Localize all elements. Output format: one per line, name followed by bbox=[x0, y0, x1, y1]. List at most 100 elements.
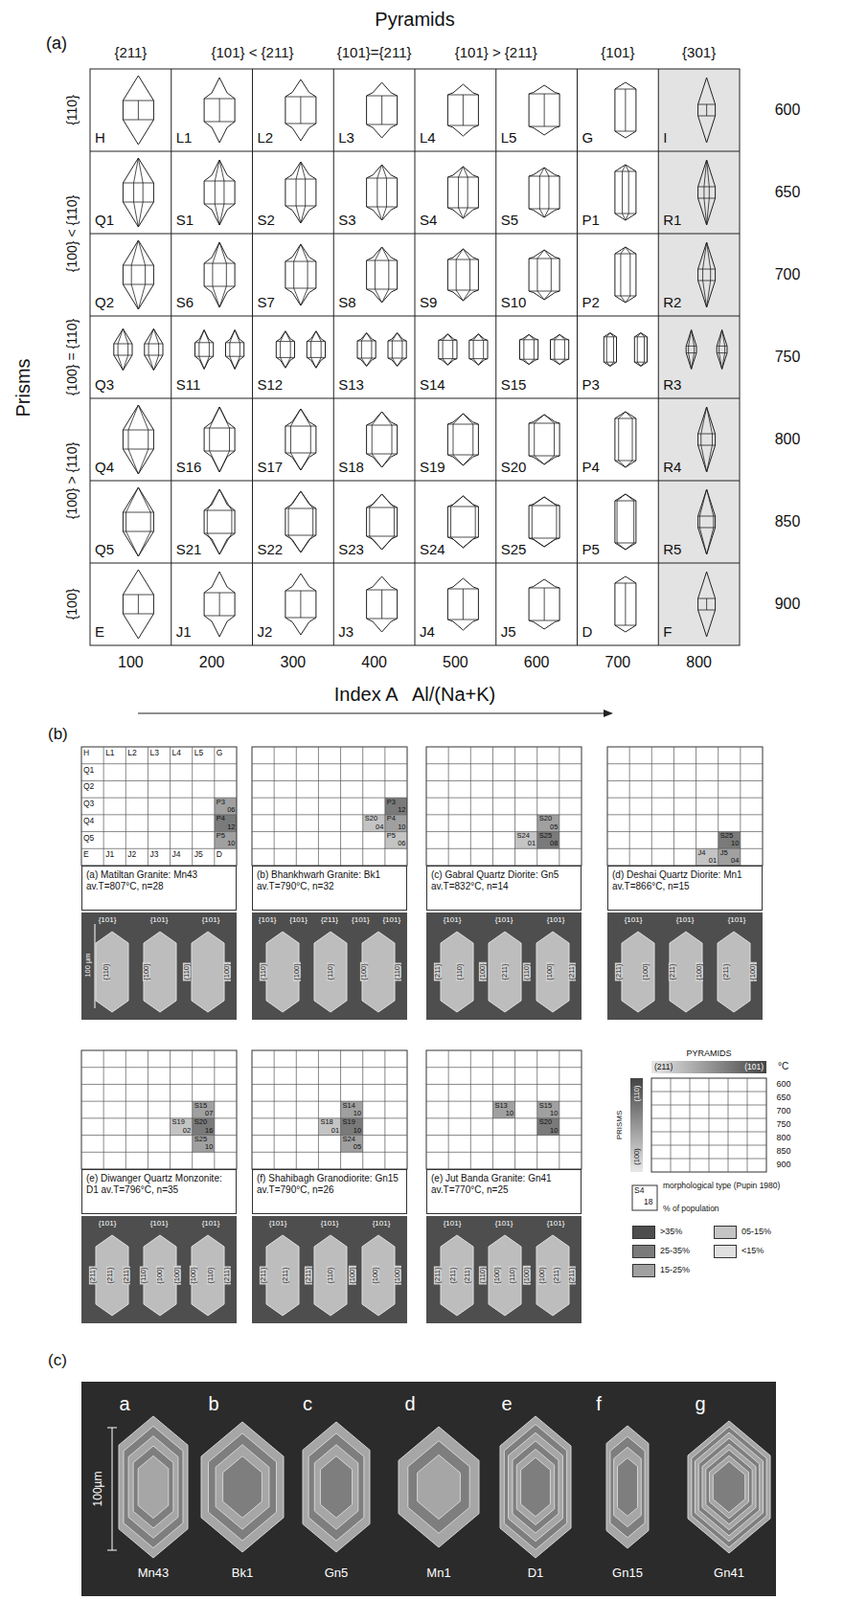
face-label: {211} bbox=[259, 1267, 268, 1286]
crystal-edge bbox=[300, 409, 311, 427]
grid-line bbox=[90, 316, 740, 318]
crystal-edge bbox=[707, 280, 711, 308]
crystal-edge bbox=[724, 345, 726, 353]
crystal-edge bbox=[606, 337, 608, 363]
crystal-outline bbox=[366, 164, 398, 221]
morphotype-label: L1 bbox=[176, 130, 193, 147]
crystal-edge bbox=[391, 333, 397, 342]
cell-type: S20 bbox=[364, 815, 378, 823]
crystal-edge bbox=[391, 358, 397, 366]
grid-line bbox=[739, 747, 741, 867]
zircon-grain bbox=[488, 932, 522, 1013]
crystal-edge bbox=[451, 496, 464, 507]
crystal-outline bbox=[685, 330, 697, 370]
morphotype-label: L2 bbox=[257, 130, 274, 147]
crystal-edge bbox=[520, 339, 539, 341]
crystal-edge bbox=[391, 341, 393, 359]
grid-frame bbox=[81, 747, 237, 867]
morphotype-label: Q2 bbox=[94, 295, 115, 312]
cell-type: S19 bbox=[342, 1118, 356, 1127]
crystal-edge bbox=[288, 508, 290, 536]
grid-line bbox=[514, 1050, 516, 1170]
crystal-edge bbox=[615, 253, 637, 255]
crystal-edge bbox=[366, 425, 398, 427]
arrow-head bbox=[603, 709, 614, 718]
crystal-edge bbox=[462, 537, 476, 548]
shaded-cell bbox=[385, 832, 408, 850]
face-label: {110} bbox=[523, 963, 531, 982]
cl-zoning bbox=[521, 1458, 551, 1518]
caption-box: (b) Bhankhwarh Granite: Bk1 av.T=790°C, … bbox=[251, 866, 408, 912]
face-label: {211} bbox=[281, 1267, 290, 1286]
crystal-edge bbox=[554, 359, 560, 365]
crystal-outline bbox=[603, 333, 616, 367]
crystal-edge bbox=[290, 426, 292, 454]
crystal-edge bbox=[144, 265, 146, 285]
crystal-outline bbox=[615, 247, 637, 303]
legend-swatch bbox=[632, 1264, 656, 1278]
grid-header: Q5 bbox=[83, 834, 94, 844]
crystal-edge bbox=[637, 362, 641, 366]
crystal-edge bbox=[144, 355, 163, 357]
crystal-edge bbox=[704, 198, 708, 226]
shaded-cell bbox=[341, 1101, 364, 1119]
zircon-grain bbox=[266, 1235, 299, 1317]
caption-box: (f) Shahibagh Granodiorite: Gn15 av.T=79… bbox=[251, 1169, 408, 1215]
index-value: 700 bbox=[605, 654, 632, 672]
crystal-edge bbox=[214, 181, 216, 205]
row-header: {100} > {110} bbox=[65, 442, 80, 520]
zircon-grain bbox=[191, 932, 225, 1013]
crystal-outline bbox=[204, 571, 235, 638]
grid-line bbox=[426, 763, 582, 765]
morphotype-label: S10 bbox=[501, 295, 527, 312]
morphotype-label: S25 bbox=[501, 542, 527, 559]
crystal-edge bbox=[706, 598, 708, 611]
legend-label: (101) bbox=[744, 1063, 764, 1073]
grid-header: Q3 bbox=[83, 799, 94, 809]
face-label: {100} bbox=[641, 962, 650, 982]
crystal-edge bbox=[382, 411, 392, 426]
crystal-edge bbox=[208, 342, 210, 357]
crystal-edge bbox=[206, 510, 208, 534]
crystal-edge bbox=[219, 98, 221, 122]
crystal-edge bbox=[619, 253, 621, 297]
crystal-edge bbox=[523, 340, 525, 360]
crystal-edge bbox=[698, 527, 716, 529]
crystal-outline bbox=[520, 334, 539, 365]
morphotype-label: P4 bbox=[582, 459, 600, 477]
crystal-outline bbox=[447, 413, 479, 466]
crystal-edge bbox=[544, 414, 554, 424]
crystal-edge bbox=[128, 449, 138, 475]
crystal-edge bbox=[618, 460, 626, 468]
crystal-edge bbox=[469, 358, 488, 360]
crystal-edge bbox=[137, 284, 145, 310]
crystal-outline bbox=[438, 334, 457, 365]
crystal-edge bbox=[366, 206, 398, 208]
temperature: 600 bbox=[775, 1080, 791, 1091]
zircon-grain bbox=[362, 1235, 395, 1317]
crystal-edge bbox=[239, 342, 241, 357]
grid-line bbox=[90, 563, 740, 565]
caption-text: (e) Diwanger Quartz Monzonite: D1 av.T=7… bbox=[86, 1173, 232, 1196]
crystal-edge bbox=[153, 355, 159, 371]
crystal-edge bbox=[306, 357, 325, 359]
crystal-outline bbox=[634, 333, 647, 367]
cell-type: S24 bbox=[342, 1136, 356, 1144]
cl-zoning bbox=[512, 1441, 559, 1534]
grid-line bbox=[576, 68, 578, 646]
crystal-edge bbox=[296, 205, 301, 224]
crystal-outline bbox=[698, 159, 716, 226]
temperature: 900 bbox=[775, 595, 801, 614]
crystal-edge bbox=[142, 182, 144, 203]
crystal-edge bbox=[473, 359, 479, 366]
morphotype-label: S7 bbox=[257, 295, 275, 312]
grid-line bbox=[170, 68, 172, 646]
crystal-edge bbox=[559, 334, 565, 340]
cell-percent: 02 bbox=[182, 1127, 191, 1136]
face-label: {100} bbox=[156, 1266, 164, 1286]
grid-header: L3 bbox=[149, 749, 159, 758]
shaded-cell bbox=[192, 1136, 215, 1154]
crystal-edge bbox=[537, 250, 545, 259]
face-label: {101} bbox=[258, 916, 277, 926]
cell-percent: 05 bbox=[353, 1143, 362, 1152]
